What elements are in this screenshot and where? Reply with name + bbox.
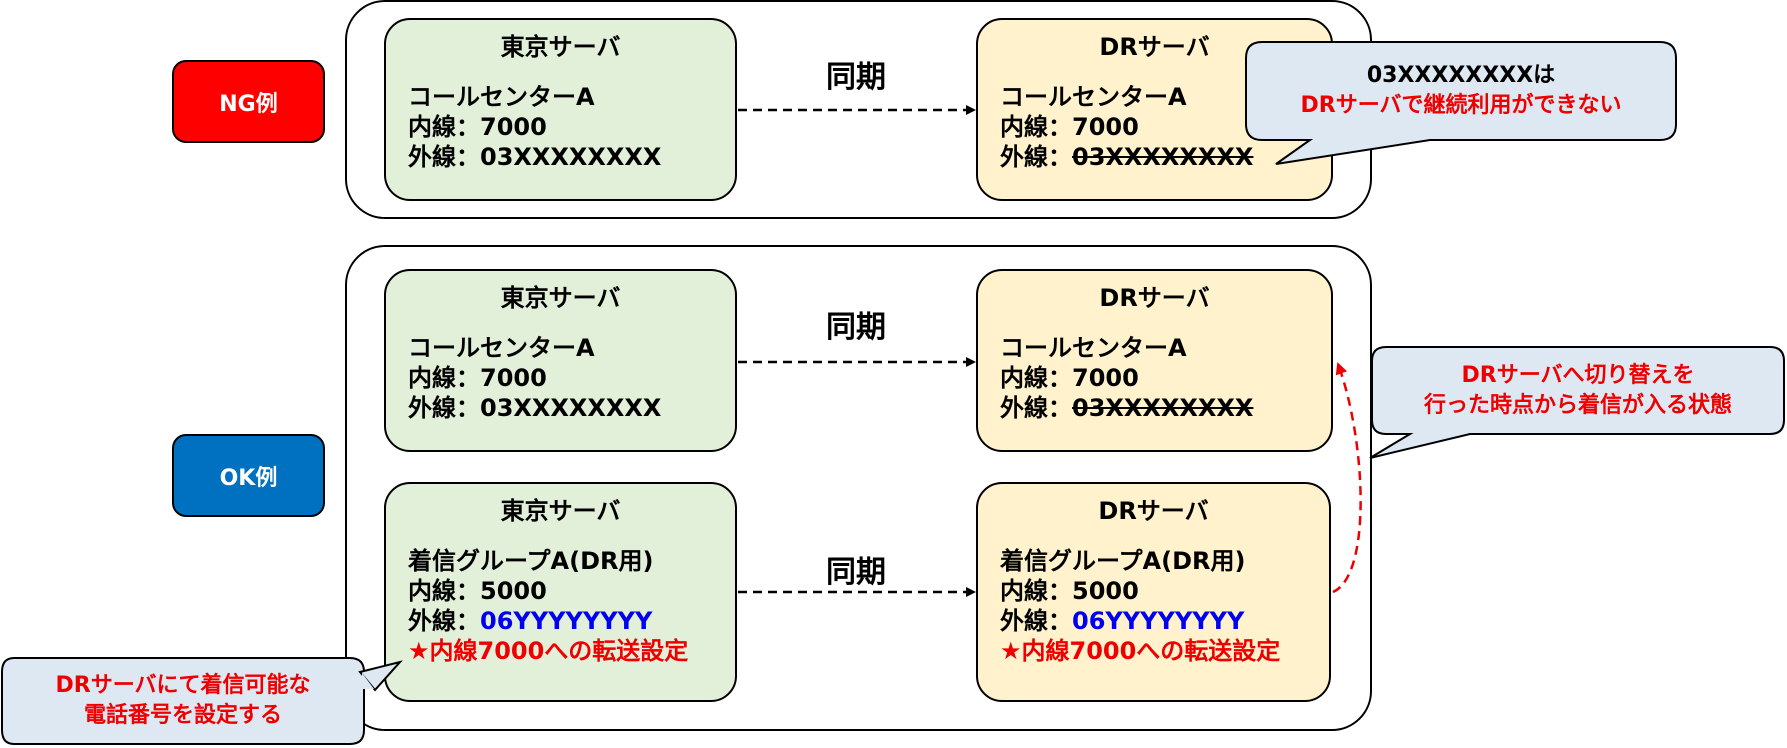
extension-line: 内線：5000 [1000,577,1139,605]
sync-label: 同期 [826,310,886,345]
server-title: DRサーバ [1098,497,1209,525]
ng-callout: 03XXXXXXXXは DRサーバで継続利用ができない [1248,44,1674,138]
server-title: 東京サーバ [500,33,621,61]
outside-line: 外線：03XXXXXXXX [408,143,662,171]
extension-line: 内線：7000 [1000,113,1139,141]
callout-line: DRサーバにて着信可能な [55,673,311,698]
sync-label: 同期 [826,60,886,95]
ng-example-label: NG例 [172,60,325,143]
ok-top-tokyo-server-box: 東京サーバ コールセンターA 内線：7000 外線：03XXXXXXXX [384,269,737,452]
sync-label: 同期 [826,555,886,590]
ok-bottom-dr-server-box: DRサーバ 着信グループA(DR用) 内線：5000 外線：06YYYYYYYY… [976,482,1331,702]
server-entry-name: コールセンターA [408,83,595,111]
server-title: DRサーバ [1099,284,1210,312]
callout-line: 行った時点から着信が入る状態 [1423,392,1732,418]
server-entry-name: コールセンターA [1000,334,1187,362]
transfer-setting-note: ★内線7000への転送設定 [1000,637,1281,665]
unusable-number: 03XXXXXXXX [1072,143,1254,171]
server-entry-name: コールセンターA [1000,83,1187,111]
server-entry-name: コールセンターA [408,334,595,362]
setting-callout-shape [1,657,365,745]
ok-bottom-tokyo-server-box: 東京サーバ 着信グループA(DR用) 内線：5000 外線：06YYYYYYYY… [384,482,737,702]
unusable-number: 03XXXXXXXX [1072,394,1254,422]
ok-example-label: OK例 [172,434,325,517]
callout-line: 03XXXXXXXXは [1366,63,1556,88]
ng-tokyo-server-box: 東京サーバ コールセンターA 内線：7000 外線：03XXXXXXXX [384,18,737,201]
setting-callout: DRサーバにて着信可能な 電話番号を設定する [4,660,362,742]
callout-line: 電話番号を設定する [83,703,282,728]
server-entry-name: 着信グループA(DR用) [408,547,654,575]
new-number: 06YYYYYYYY [480,607,653,635]
switchover-callout-shape [1369,346,1785,459]
outside-line: 外線：03XXXXXXXX [1000,143,1254,171]
extension-line: 内線：7000 [408,113,547,141]
extension-line: 内線：7000 [1000,364,1139,392]
outside-line: 外線：06YYYYYYYY [408,607,653,635]
extension-line: 内線：5000 [408,577,547,605]
server-title: DRサーバ [1099,33,1210,61]
outside-line: 外線：06YYYYYYYY [1000,607,1245,635]
extension-line: 内線：7000 [408,364,547,392]
server-title: 東京サーバ [500,497,621,525]
server-title: 東京サーバ [500,284,621,312]
server-entry-name: 着信グループA(DR用) [1000,547,1246,575]
callout-line: DRサーバへ切り替えを [1461,362,1695,388]
new-number: 06YYYYYYYY [1072,607,1245,635]
outside-line: 外線：03XXXXXXXX [408,394,662,422]
switchover-callout: DRサーバへ切り替えを 行った時点から着信が入る状態 [1374,349,1782,432]
callout-line: DRサーバで継続利用ができない [1300,93,1622,118]
switchover-arrow [1332,362,1362,594]
transfer-setting-note: ★内線7000への転送設定 [408,637,689,665]
ng-callout-shape [1245,41,1677,165]
outside-line: 外線：03XXXXXXXX [1000,394,1254,422]
ok-top-dr-server-box: DRサーバ コールセンターA 内線：7000 外線：03XXXXXXXX [976,269,1333,452]
